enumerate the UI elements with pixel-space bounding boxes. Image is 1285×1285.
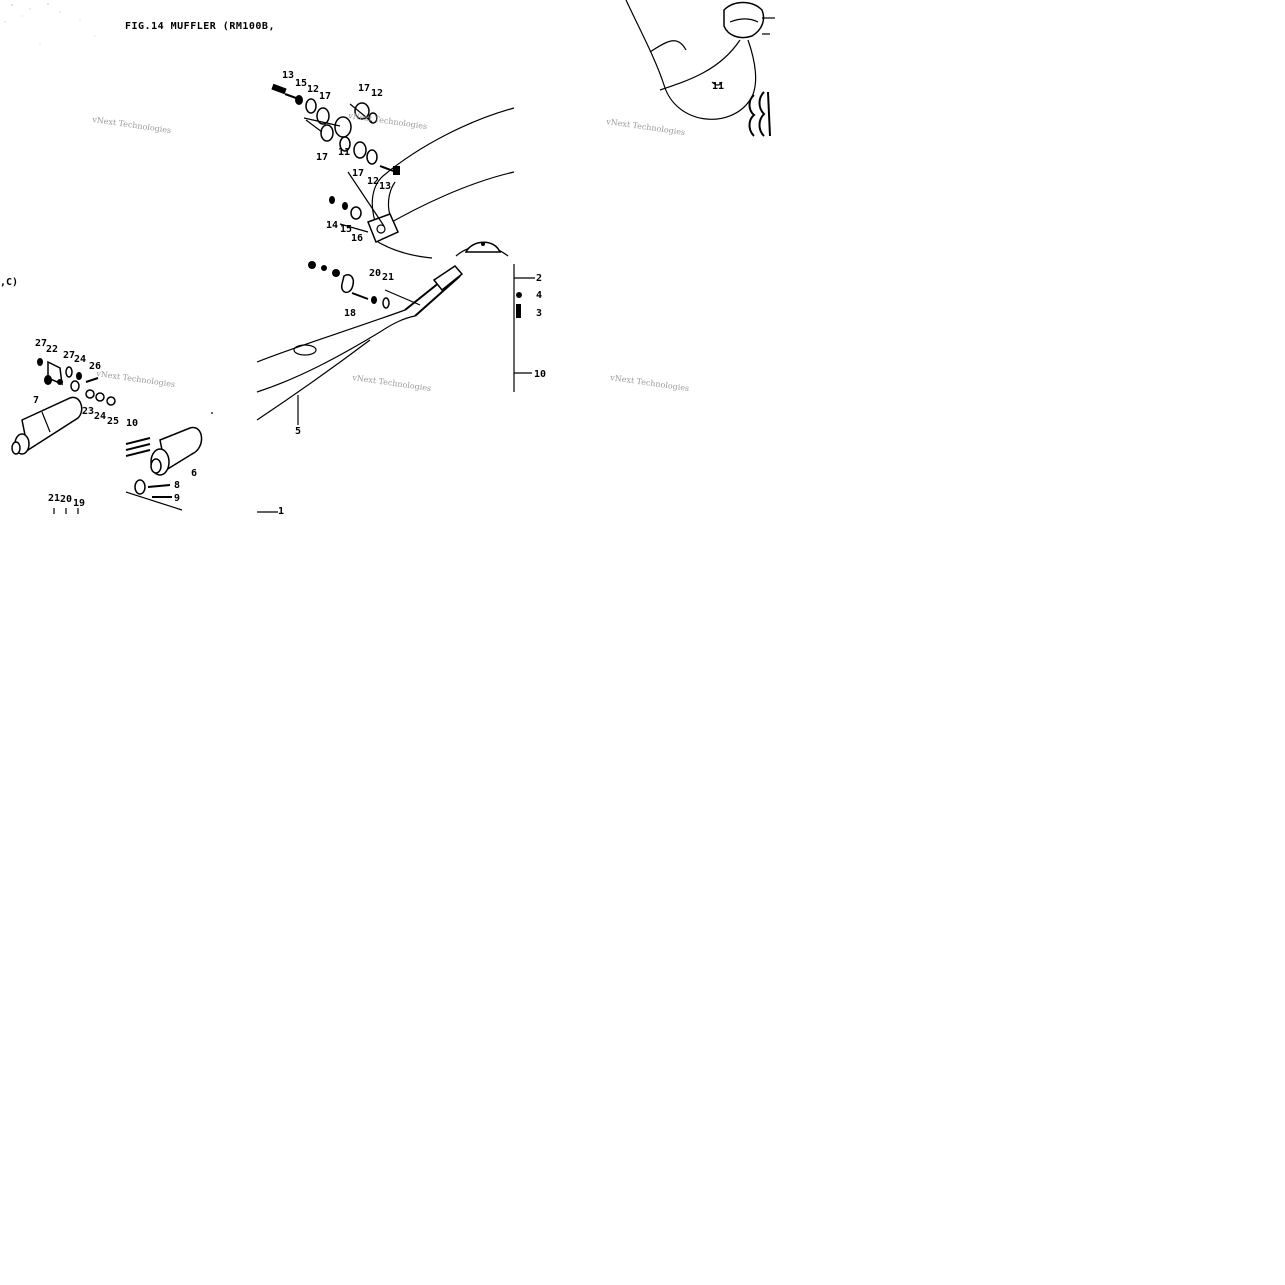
part-number-label: 12 (371, 88, 383, 99)
part-number-label: 24 (94, 411, 106, 422)
scan-noise (4, 3, 96, 45)
part-number-label: 12 (367, 176, 379, 187)
part-number-label: 10 (126, 418, 138, 429)
part-number-label: 20 (369, 268, 381, 279)
part-number-label: 24 (74, 354, 86, 365)
watermark: vNext Technologies (347, 111, 428, 131)
part-number-label: 17 (319, 91, 331, 102)
part-number-label: 1 (278, 506, 284, 517)
watermark: vNext Technologies (91, 115, 172, 135)
part-number-label: 9 (174, 493, 180, 504)
part-number-label: 11 (338, 147, 350, 158)
watermarks: vNext Technologies vNext Technologies vN… (91, 111, 690, 393)
model-fragment: ,C) (0, 277, 18, 288)
part-number-label: 6 (191, 468, 197, 479)
part-number-label: 13 (379, 181, 391, 192)
part-number-label: 3 (536, 308, 542, 319)
part-number-label: 11 (712, 81, 724, 92)
part-number-label: 12 (307, 84, 319, 95)
watermark: vNext Technologies (351, 373, 432, 393)
part-number-label: 26 (89, 361, 101, 372)
part-number-label: 27 (63, 350, 75, 361)
part-number-label: 14 (326, 220, 338, 231)
part-number-label: 17 (316, 152, 328, 163)
diagram-title: FIG.14 MUFFLER (RM100B, (125, 21, 275, 32)
part-number-label: 4 (536, 290, 542, 301)
part-number-label: 20 (60, 494, 72, 505)
part-number-label: 23 (82, 406, 94, 417)
part-number-label: 5 (295, 426, 301, 437)
part-number-label: 21 (382, 272, 394, 283)
exhaust-pipe-assembly (256, 107, 535, 513)
part-number-label: 7 (33, 395, 39, 406)
part-number-label: 19 (73, 498, 85, 509)
part-number-label: 16 (351, 233, 363, 244)
part-number-label: 27 (35, 338, 47, 349)
part-number-label: 10 (534, 369, 546, 380)
part-number-label: 17 (352, 168, 364, 179)
part-number-label: 18 (344, 308, 356, 319)
part-number-label: 2 (536, 273, 542, 284)
header-pipe-bend (625, 0, 775, 137)
part-number-label: 25 (107, 416, 119, 427)
part-number-label: 13 (282, 70, 294, 81)
part-number-label: 17 (358, 83, 370, 94)
watermark: vNext Technologies (95, 369, 176, 389)
upper-mount-hardware (271, 83, 522, 318)
spring-icon (748, 91, 771, 137)
part-number-label: 8 (174, 480, 180, 491)
part-number-label: 22 (46, 344, 58, 355)
part-number-label: 21 (48, 493, 60, 504)
muffler-assembly (11, 358, 213, 514)
watermark: vNext Technologies (609, 373, 690, 393)
part-number-label: 15 (295, 78, 307, 89)
part-number-label: 15 (340, 224, 352, 235)
watermark: vNext Technologies (605, 117, 686, 137)
